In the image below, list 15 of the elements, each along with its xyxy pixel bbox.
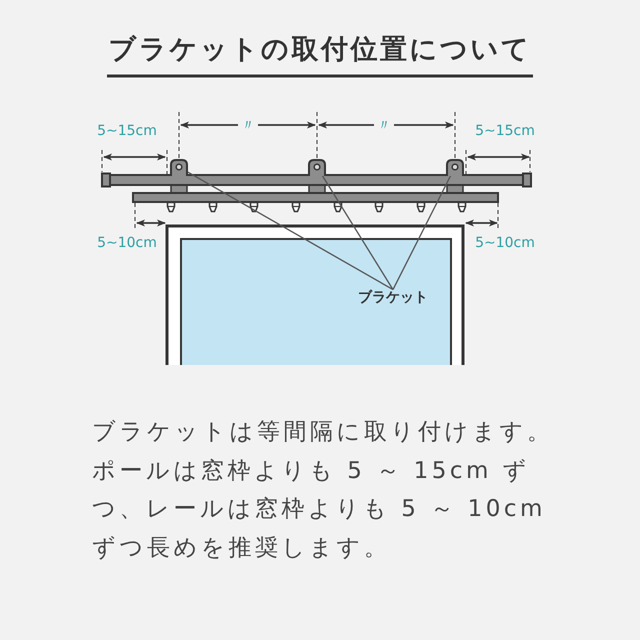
leader-line <box>188 172 394 290</box>
callout-label: ブラケット <box>358 290 428 306</box>
dimension-label: 5~15cm <box>97 122 157 140</box>
ditto-mark: 〃 <box>240 116 256 134</box>
dimension-label: 5~15cm <box>475 122 535 140</box>
mounting-bracket <box>446 158 464 176</box>
ditto-mark: 〃 <box>376 116 392 134</box>
title: ブラケットの取付位置について <box>108 34 532 66</box>
mounting-bracket <box>308 158 326 176</box>
mounting-bracket <box>170 158 188 176</box>
description-text: ブラケットは等間隔に取り付けます。ポールは窓枠よりも 5 ～ 15cm ずつ、レールは窓枠よりも 5 ～ 10cm ずつ長めを推奨します。 <box>92 418 554 562</box>
dimension-label: 5~10cm <box>97 234 157 252</box>
leader-line <box>322 175 394 290</box>
dimension-label: 5~10cm <box>475 234 535 252</box>
leader-line <box>392 175 452 290</box>
